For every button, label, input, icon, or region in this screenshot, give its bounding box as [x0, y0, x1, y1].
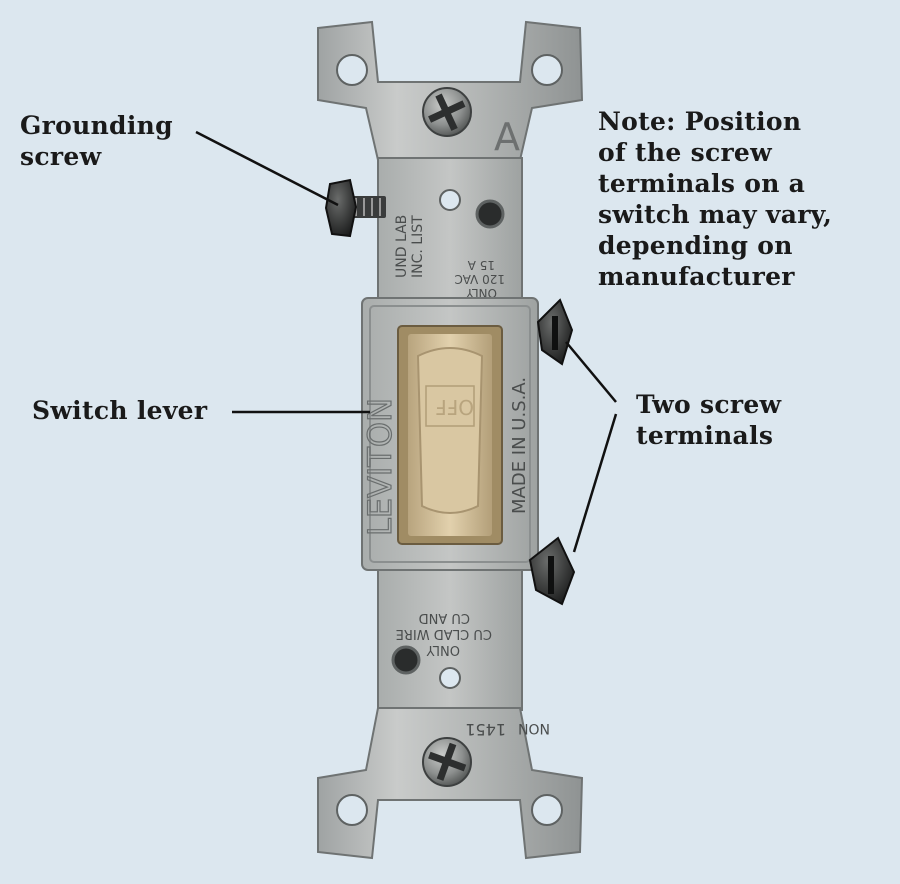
- note-line-1: Note: Position: [598, 107, 802, 136]
- wire-line-0: CU AND: [419, 610, 470, 625]
- wire-line-2: ONLY: [427, 642, 460, 657]
- brand-marking: LEVITON: [361, 398, 399, 536]
- made-in-marking: MADE IN U.S.A.: [509, 377, 530, 514]
- rating-line-1: 120 VAC: [454, 272, 505, 286]
- toggle-off-marking: OFF: [435, 395, 474, 419]
- lower-terminal-leader-line: [572, 413, 618, 553]
- note-line-4: switch may vary,: [598, 200, 833, 229]
- upper-yoke-plate: [377, 157, 523, 301]
- switch-lever: [397, 325, 503, 545]
- upper-terminal-leader-line: [565, 341, 617, 403]
- lower-yoke-plate: [377, 569, 523, 711]
- rating-marking: ONLY 120 VAC 15 A: [454, 258, 505, 300]
- top-mounting-screw: [422, 87, 472, 137]
- grounding-label-line-1: Grounding: [20, 111, 173, 140]
- grounding-label-line-2: screw: [20, 142, 102, 171]
- bottom-mounting-screw: [422, 737, 472, 787]
- grounding-screw: [324, 178, 386, 238]
- und-lab-marking: UND LAB INC. LIST: [394, 215, 426, 278]
- upper-terminal-screw: [536, 298, 574, 366]
- model-marking: 1451: [465, 720, 506, 739]
- grounding-screw-label: Grounding screw: [20, 110, 173, 172]
- strap-letter-a: A: [494, 115, 520, 159]
- note-line-6: manufacturer: [598, 262, 795, 291]
- note-line-5: depending on: [598, 231, 793, 260]
- screw-terminals-label: Two screw terminals: [636, 389, 781, 451]
- lever-label-line-1: Switch lever: [32, 396, 208, 425]
- wire-line-1: CU CLAD WIRE: [396, 626, 492, 641]
- manufacturer-note: Note: Position of the screw terminals on…: [598, 106, 832, 292]
- note-line-2: of the screw: [598, 138, 772, 167]
- wire-marking: ONLY CU CLAD WIRE CU AND: [396, 610, 492, 657]
- terminals-label-line-1: Two screw: [636, 390, 782, 419]
- note-line-3: terminals on a: [598, 169, 806, 198]
- rating-line-2: ONLY: [465, 286, 497, 300]
- non-marking: NON: [518, 720, 550, 736]
- lower-terminal-screw: [528, 536, 576, 606]
- und-lab-line-1: UND LAB: [394, 215, 410, 278]
- switch-lever-label: Switch lever: [32, 395, 207, 426]
- grounding-leader-line: [195, 130, 339, 207]
- terminals-label-line-2: terminals: [636, 421, 774, 450]
- und-lab-line-2: INC. LIST: [410, 215, 426, 278]
- rating-line-0: 15 A: [467, 258, 495, 272]
